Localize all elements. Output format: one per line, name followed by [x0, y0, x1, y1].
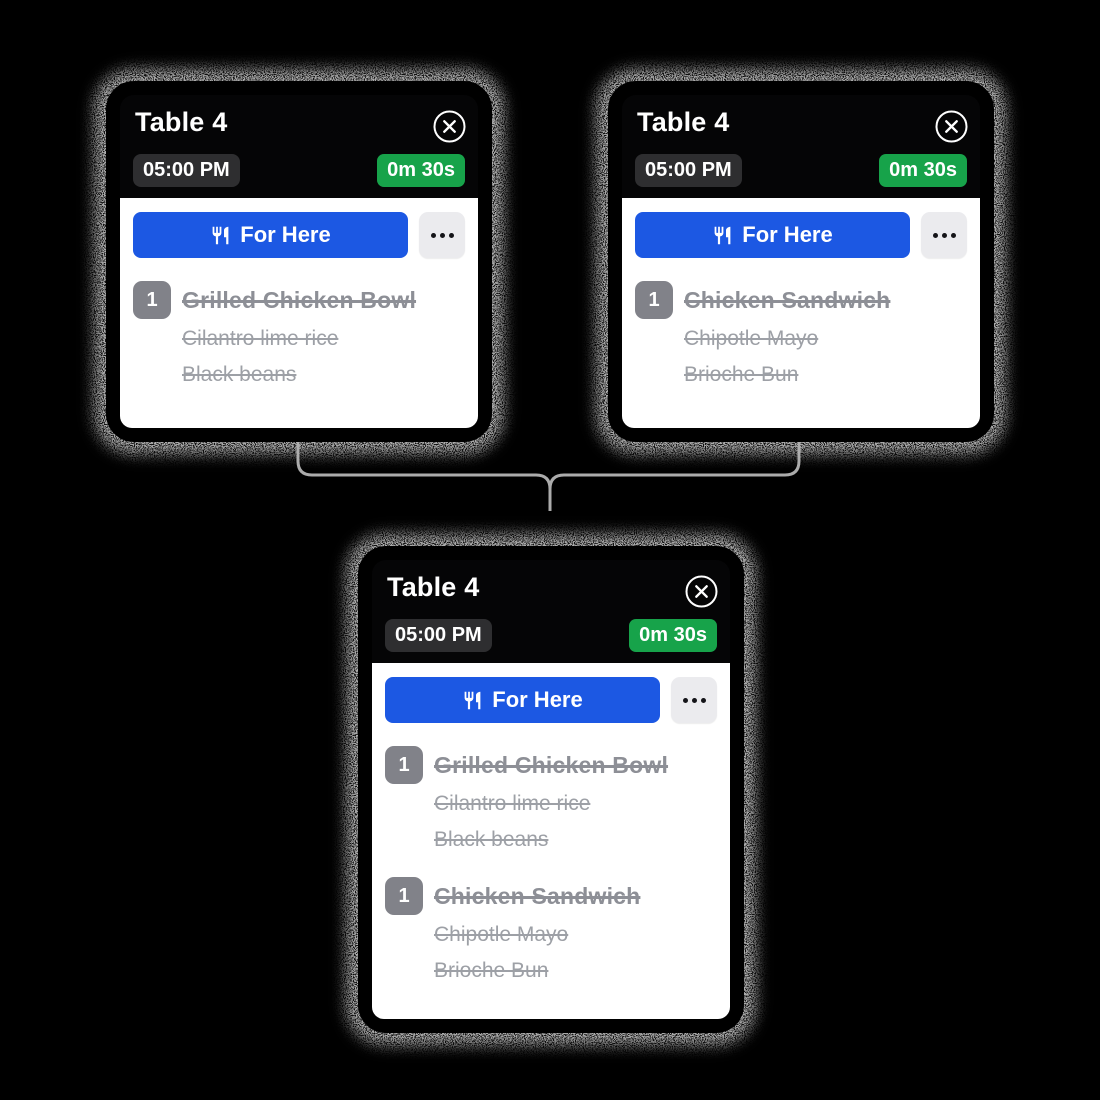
close-circle-icon	[685, 575, 717, 607]
close-circle-icon	[935, 110, 967, 142]
more-options-button[interactable]	[419, 212, 465, 258]
ticket-header: Table 4 05:00 PM 0m 30s	[622, 95, 980, 198]
item-name: Grilled Chicken Bowl	[182, 287, 417, 313]
utensils-icon	[464, 691, 481, 709]
more-options-button[interactable]	[671, 677, 717, 723]
ticket-header: Table 4 05:00 PM 0m 30s	[372, 560, 730, 663]
utensils-icon	[714, 226, 731, 244]
order-item: 1 Grilled Chicken Bowl Cilantro lime ric…	[133, 281, 465, 393]
more-options-button[interactable]	[921, 212, 967, 258]
item-modifier: Chipotle Mayo	[684, 327, 819, 350]
close-button[interactable]	[684, 574, 718, 608]
item-modifier: Brioche Bun	[434, 959, 549, 982]
time-badge: 05:00 PM	[385, 619, 492, 652]
time-badge: 05:00 PM	[635, 154, 742, 187]
item-modifier: Chipotle Mayo	[434, 923, 569, 946]
timer-badge: 0m 30s	[629, 619, 717, 652]
ellipsis-icon	[932, 232, 956, 238]
ticket-body: For Here 1 Grilled Chicken Bowl Cilantro…	[372, 663, 730, 1019]
item-name: Grilled Chicken Bowl	[434, 752, 669, 778]
ellipsis-icon	[430, 232, 454, 238]
table-name: Table 4	[135, 107, 228, 137]
order-type-button[interactable]: For Here	[385, 677, 660, 723]
ticket-header: Table 4 05:00 PM 0m 30s	[120, 95, 478, 198]
order-type-label: For Here	[492, 687, 583, 712]
order-item: 1 Grilled Chicken Bowl Cilantro lime ric…	[385, 746, 717, 858]
order-type-button[interactable]: For Here	[133, 212, 408, 258]
time-badge: 05:00 PM	[133, 154, 240, 187]
order-type-label: For Here	[742, 222, 833, 247]
order-item: 1 Chicken Sandwich Chipotle Mayo Brioche…	[635, 281, 967, 393]
order-type-button[interactable]: For Here	[635, 212, 910, 258]
close-button[interactable]	[934, 109, 968, 143]
order-ticket-left: Table 4 05:00 PM 0m 30s For Here	[120, 95, 478, 428]
item-modifier: Black beans	[434, 828, 549, 851]
order-ticket-merged: Table 4 05:00 PM 0m 30s For Here	[372, 560, 730, 1019]
quantity-badge: 1	[133, 281, 171, 319]
utensils-icon	[212, 226, 229, 244]
close-circle-icon	[433, 110, 465, 142]
quantity-badge: 1	[635, 281, 673, 319]
ticket-body: For Here 1 Chicken Sandwich Chipotle May…	[622, 198, 980, 428]
ticket-body: For Here 1 Grilled Chicken Bowl Cilantro…	[120, 198, 478, 428]
table-name: Table 4	[637, 107, 730, 137]
order-type-label: For Here	[240, 222, 331, 247]
item-modifier: Cilantro lime rice	[434, 792, 591, 815]
item-name: Chicken Sandwich	[434, 883, 641, 909]
table-name: Table 4	[387, 572, 480, 602]
quantity-badge: 1	[385, 877, 423, 915]
order-ticket-right: Table 4 05:00 PM 0m 30s For Here	[622, 95, 980, 428]
item-name: Chicken Sandwich	[684, 287, 891, 313]
close-button[interactable]	[432, 109, 466, 143]
quantity-badge: 1	[385, 746, 423, 784]
item-modifier: Black beans	[182, 363, 297, 386]
item-modifier: Brioche Bun	[684, 363, 799, 386]
timer-badge: 0m 30s	[377, 154, 465, 187]
ellipsis-icon	[682, 697, 706, 703]
item-modifier: Cilantro lime rice	[182, 327, 339, 350]
timer-badge: 0m 30s	[879, 154, 967, 187]
order-item: 1 Chicken Sandwich Chipotle Mayo Brioche…	[385, 877, 717, 989]
